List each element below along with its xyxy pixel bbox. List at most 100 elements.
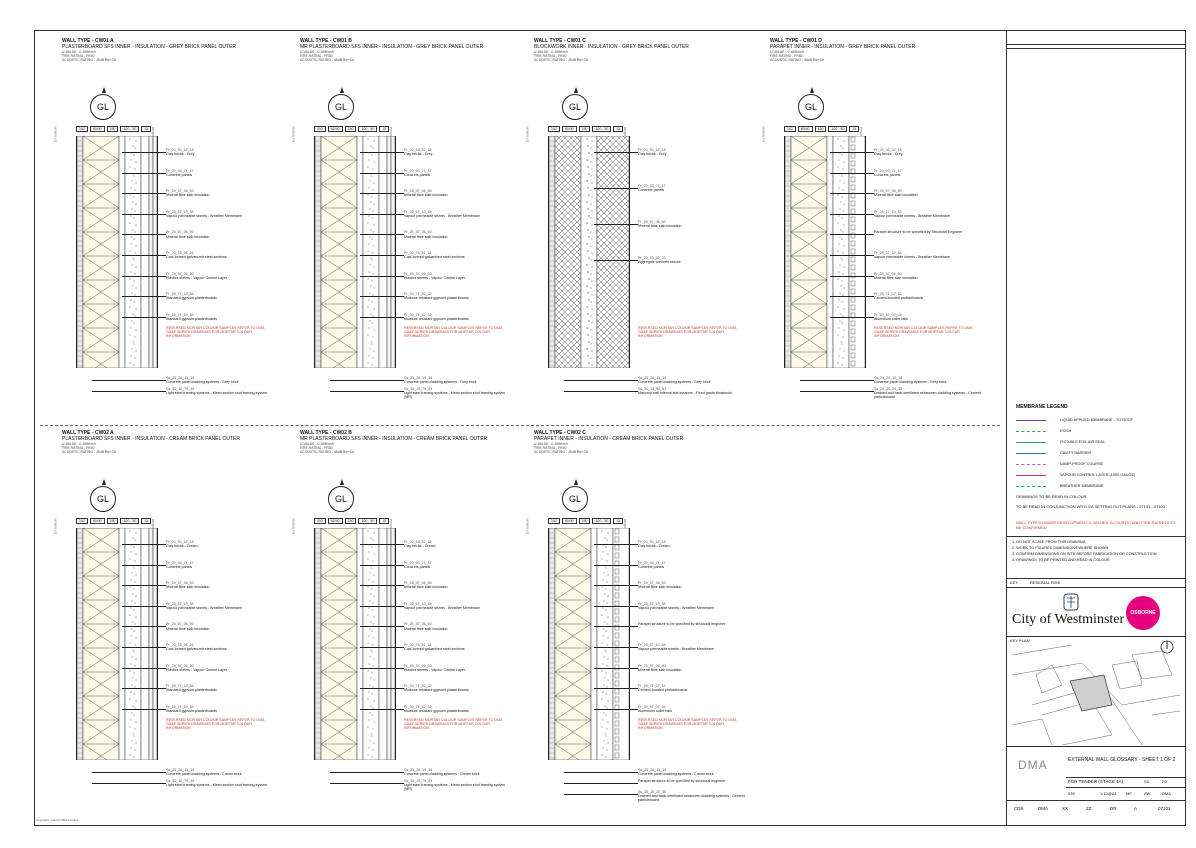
leader-line — [594, 152, 638, 153]
material-code: Pr_20_76_51_21 — [404, 643, 432, 647]
leader-line — [830, 255, 874, 256]
leader-line — [122, 647, 166, 648]
mortar-note: REVERSED MORTAR COLOUR SAMPLES REFER TO … — [166, 326, 265, 339]
material-code: Pr_25_57_10_84 — [638, 601, 666, 606]
system-desc: Drained and back-ventilated rainscreen c… — [874, 391, 981, 400]
leader-line — [360, 193, 404, 195]
material-desc: Standard gypsum plasterboards — [166, 688, 217, 693]
leader-line — [122, 152, 166, 153]
wall-subtitle: PLASTERBOARD SFS INNER - INSULATION - GR… — [62, 44, 237, 50]
wall-section — [784, 136, 866, 368]
drawing-title: EXTERNAL WALL GLOSSARY - SHEET 1 OF 2 — [1068, 757, 1176, 763]
checked-by: AW — [1144, 791, 1151, 796]
leader-line — [360, 688, 404, 690]
material-code: Pr_25_57_10_84 — [638, 643, 666, 647]
leader-line — [594, 188, 638, 189]
material-desc: Vapour permeable sheets - Breather Membr… — [404, 606, 481, 610]
material-desc: Vapour permeable sheets - Breather Membr… — [404, 214, 481, 218]
general-note: 2. WORK TO FIGURED DIMENSIONS WHERE SHOW… — [1012, 546, 1109, 550]
legend-line-swatch — [1016, 419, 1046, 421]
drawing-code-part: XX — [1062, 806, 1069, 811]
material-code: Pr_25_57_06_50 — [166, 189, 194, 194]
leader-line — [122, 172, 166, 174]
exterior-label: EXTERIOR — [53, 518, 58, 534]
material-code: Pr_25_57_10_84 — [404, 209, 432, 214]
material-desc: Mineral fibre slab insulation — [404, 193, 448, 198]
leader-line — [800, 391, 874, 392]
wall-title: WALL TYPE - CW02 A — [62, 430, 114, 436]
material-code: Pr_20_93_71_17 — [638, 184, 666, 188]
system-desc: Concrete panel cladding systems - Grey b… — [404, 380, 477, 385]
material-desc: Vapour permeable sheets - Breather Membr… — [638, 606, 715, 610]
material-code: Pr_25_57_06_60 — [166, 271, 194, 276]
revision: P2 — [1162, 779, 1167, 784]
system-code: Ss_30_10_75_45 — [166, 779, 195, 783]
system-desc: Light steel framing systems - Metal sect… — [404, 391, 506, 400]
leader-line — [830, 296, 874, 298]
material-desc: Concrete panels — [404, 172, 431, 177]
dimension-value: 102 — [548, 518, 560, 524]
material-code: Pr_25_57_06_50 — [874, 189, 902, 194]
material-code: Pr_20_93_71_17 — [166, 168, 194, 173]
material-code: Pr_20_93_52_15 — [874, 148, 902, 152]
material-desc: Concrete panels — [404, 564, 431, 569]
legend-label: EXISH — [1060, 429, 1072, 433]
material-desc: Cold-formed galvanized steel sections — [404, 647, 465, 652]
leader-line — [122, 193, 166, 195]
material-desc: Moisture resistant gypsum plasterboards — [404, 709, 469, 713]
material-desc: Mineral fibre slab insulation — [166, 626, 210, 631]
legend-item: BREATHER MEMBRANE — [1016, 484, 1103, 488]
system-code: Ss_25_20_15_15 — [638, 768, 667, 772]
exterior-label: EXTERIOR — [525, 126, 530, 142]
legend-line-swatch — [1016, 452, 1046, 454]
material-code: Pr_25_71_52_52 — [404, 704, 432, 709]
leader-line — [122, 585, 166, 587]
drawing-code-part: CDS — [1014, 806, 1024, 811]
drawing-sheet-frame — [34, 30, 1186, 826]
material-desc: Vapour permeable sheets - Breather Membr… — [166, 214, 243, 218]
material-desc: Parapet structure to be specified by str… — [638, 622, 726, 627]
wall-title: WALL TYPE - CW01 D — [770, 38, 822, 44]
dimension-value: 102 — [76, 126, 88, 132]
dimension-value: 60/40 — [327, 518, 343, 524]
legend-label: CAVITY BARRIER — [1060, 451, 1092, 455]
material-desc: Cold-formed galvanized steel sections — [166, 255, 227, 260]
dimension-value: 15 — [141, 126, 152, 132]
leader-line — [594, 667, 638, 669]
system-code: Ss_25_20_15_15 — [166, 768, 195, 772]
legend-note-ga: TO BE READ IN CONJUNCTION WITH GA SETTIN… — [1016, 504, 1165, 509]
leader-line — [92, 783, 166, 784]
material-desc: Standard gypsum plasterboards — [166, 317, 217, 321]
wall-title: WALL TYPE - CW01 C — [534, 38, 586, 44]
leader-line — [360, 647, 404, 648]
grid-line-bubble: GL — [90, 479, 116, 512]
leader-line — [360, 564, 404, 566]
material-desc: Mineral fibre slab insulation — [874, 193, 918, 198]
material-desc: Mineral fibre slab insulation — [404, 585, 448, 590]
leader-line — [594, 688, 638, 690]
dimension-value: 100 - 50 — [358, 126, 378, 132]
system-desc: Concrete panel cladding systems - Cream … — [404, 772, 480, 777]
system-label: Parapet structure to be specified by str… — [638, 779, 748, 783]
